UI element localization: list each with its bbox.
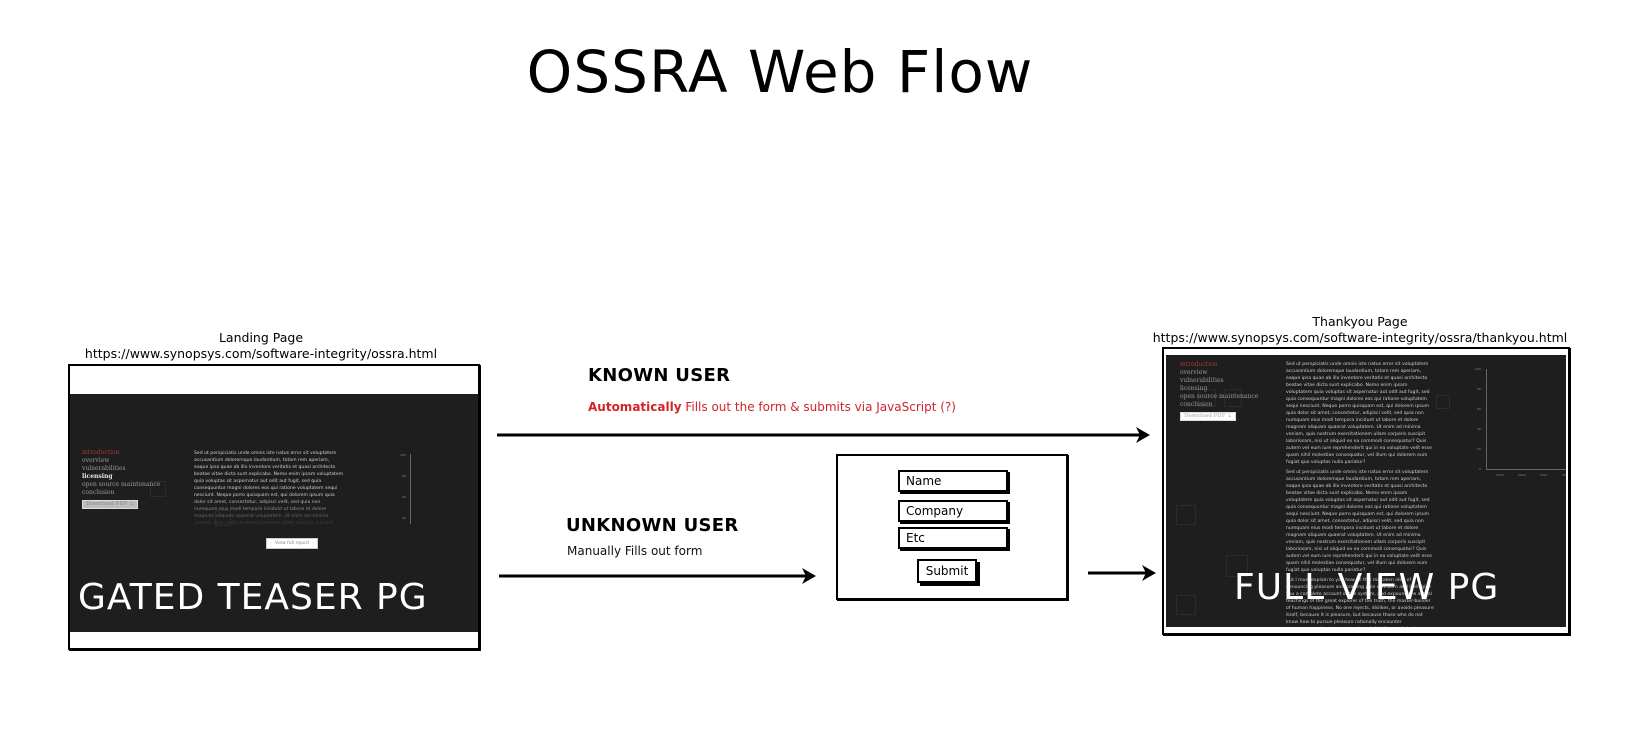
unknown-user-arrow — [499, 568, 816, 584]
nav-item-introduction[interactable]: introduction — [82, 449, 120, 456]
ghost-box — [1176, 505, 1196, 525]
body-paragraph: Sed ut perspiciatis unde omnis iste natu… — [1286, 470, 1432, 573]
download-pdf-button[interactable]: Download PDF ⤓ — [82, 500, 138, 509]
nav-item-vulnerabilities[interactable]: vulnerabilities — [1180, 377, 1224, 384]
ghost-box — [1226, 555, 1248, 577]
thankyou-page-caption: Thankyou Page https://www.synopsys.com/s… — [1130, 314, 1590, 346]
unknown-user-description: Manually Fills out form — [567, 544, 703, 558]
known-user-heading: KNOWN USER — [588, 365, 731, 386]
mini-chart-tick: 20 — [1477, 447, 1481, 451]
mini-chart-tick: 100 — [1475, 367, 1481, 371]
landing-page-caption: Landing Page https://www.synopsys.com/so… — [65, 330, 457, 362]
thankyou-page-content: introduction overview vulnerabilities li… — [1166, 355, 1566, 627]
nav-item-licensing[interactable]: licensing — [82, 473, 113, 480]
landing-nav: introduction overview vulnerabilities li… — [82, 449, 160, 509]
nav-item-open-source-maintenance[interactable]: open source maintenance — [1180, 393, 1259, 400]
gated-teaser-label: GATED TEASER PG — [78, 577, 428, 618]
submit-arrow — [1088, 565, 1156, 581]
arrow-head-icon — [1142, 565, 1156, 581]
known-user-description: Automatically Fills out the form & submi… — [588, 400, 956, 414]
nav-item-overview[interactable]: overview — [82, 457, 110, 464]
nav-item-conclusion[interactable]: conclusion — [1180, 401, 1213, 408]
thankyou-page-screenshot: introduction overview vulnerabilities li… — [1162, 347, 1570, 635]
ghost-box — [1198, 389, 1216, 407]
company-field[interactable]: Company — [898, 500, 1008, 522]
nav-item-licensing[interactable]: licensing — [1180, 385, 1208, 392]
mini-chart-tick: 100 — [400, 453, 406, 457]
ghost-box — [1436, 395, 1450, 409]
name-field[interactable]: Name — [898, 470, 1008, 492]
mini-chart-xtick: 2016 — [1518, 473, 1526, 477]
thankyou-page-title: Thankyou Page — [1312, 314, 1408, 329]
mini-chart-xtick: 2015 — [1496, 473, 1504, 477]
ghost-box — [1224, 389, 1242, 407]
known-user-arrow — [497, 427, 1150, 443]
mini-chart-tick: 40 — [402, 516, 406, 520]
thankyou-page-url: https://www.synopsys.com/software-integr… — [1152, 330, 1568, 345]
mini-chart-tick: 40 — [1477, 427, 1481, 431]
mini-chart-tick: 0 — [1479, 467, 1481, 471]
nav-item-conclusion[interactable]: conclusion — [82, 489, 115, 496]
body-paragraph: But I must explain to you how all this m… — [1286, 578, 1434, 625]
ghost-box — [150, 481, 166, 497]
mini-chart-axis — [1486, 369, 1487, 469]
arrow-head-icon — [1136, 427, 1150, 443]
full-view-label: FULL VIEW PG — [1234, 567, 1500, 608]
thankyou-body-text: Sed ut perspiciatis unde omnis iste natu… — [1286, 361, 1434, 627]
mini-chart-tick: 60 — [402, 495, 406, 499]
landing-page-title: Landing Page — [218, 330, 304, 345]
known-user-emphasis: Automatically — [588, 400, 682, 414]
view-full-report-button[interactable]: View full report — [266, 538, 319, 549]
nav-item-open-source-maintenance[interactable]: open source maintenance — [82, 481, 161, 488]
nav-item-overview[interactable]: overview — [1180, 369, 1208, 376]
unknown-user-heading: UNKNOWN USER — [566, 515, 739, 536]
etc-field[interactable]: Etc — [898, 527, 1008, 549]
landing-page-url: https://www.synopsys.com/software-integr… — [84, 346, 438, 361]
mini-chart-x-axis — [1486, 469, 1566, 470]
body-paragraph: Sed ut perspiciatis unde omnis iste natu… — [1286, 362, 1432, 465]
arrow-head-icon — [802, 568, 816, 584]
ghost-box — [1176, 595, 1196, 615]
thankyou-nav: introduction overview vulnerabilities li… — [1180, 361, 1258, 421]
mini-chart-xtick: 2017 — [1540, 473, 1548, 477]
diagram-title: OSSRA Web Flow — [526, 38, 1034, 106]
landing-page-content: introduction overview vulnerabilities li… — [70, 394, 478, 632]
mini-chart-xtick: 2018 — [1562, 473, 1566, 477]
nav-item-introduction[interactable]: introduction — [1180, 361, 1218, 368]
lead-form-sketch: Name Company Etc Submit — [836, 454, 1068, 600]
mini-chart-tick: 80 — [1477, 387, 1481, 391]
submit-button[interactable]: Submit — [917, 559, 977, 583]
nav-item-vulnerabilities[interactable]: vulnerabilities — [82, 465, 126, 472]
download-pdf-button[interactable]: Download PDF ⤓ — [1180, 412, 1236, 421]
mini-chart-tick: 80 — [402, 474, 406, 478]
ghost-box — [215, 510, 231, 526]
landing-page-screenshot: introduction overview vulnerabilities li… — [68, 364, 480, 650]
mini-chart-axis — [410, 454, 411, 524]
mini-chart-tick: 60 — [1477, 407, 1481, 411]
known-user-desc-rest: Fills out the form & submits via JavaScr… — [681, 400, 956, 414]
